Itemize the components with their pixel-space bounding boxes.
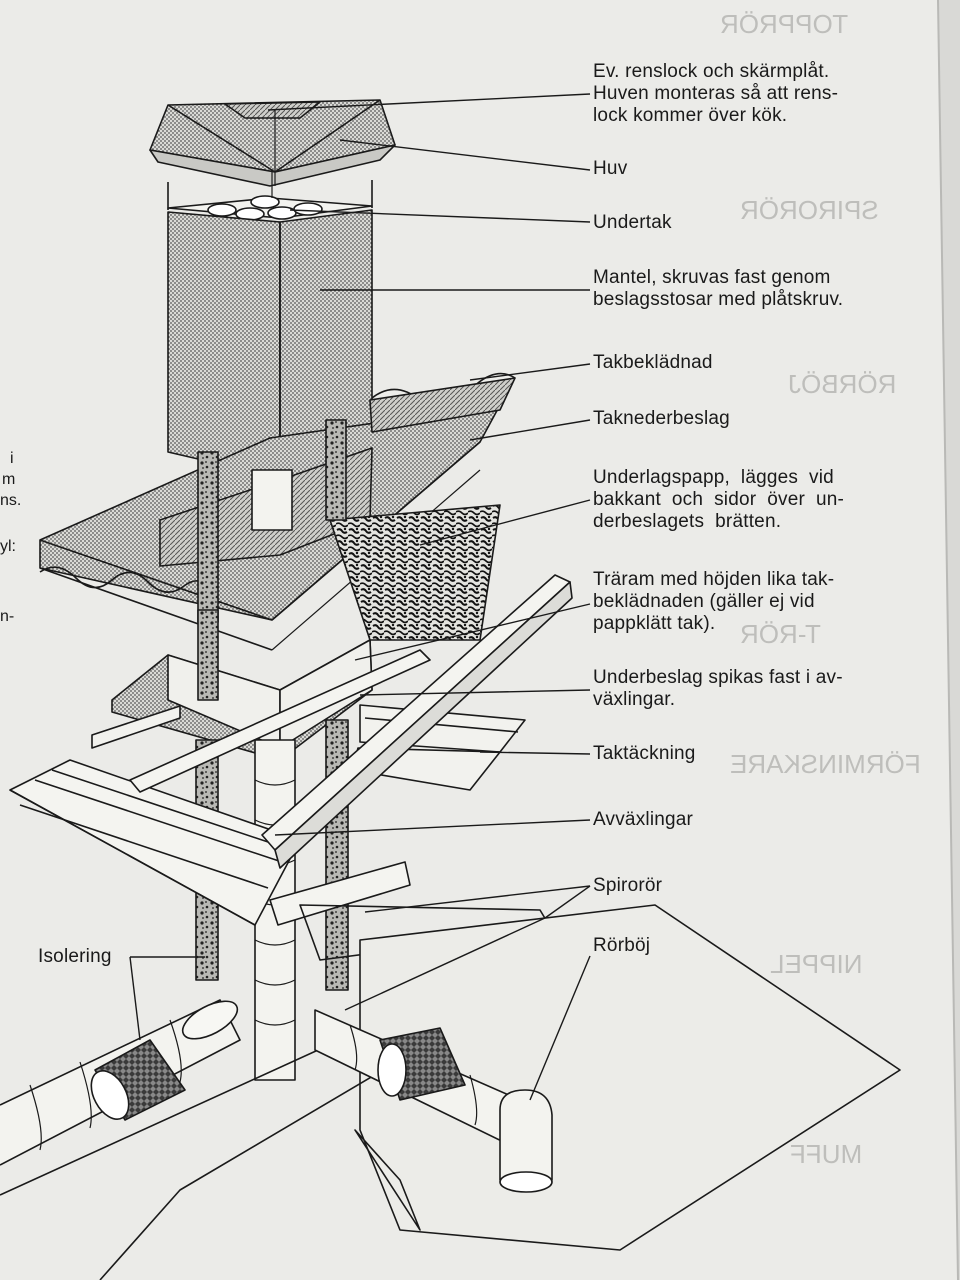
left-fragment-5: n- <box>0 608 15 625</box>
label-underbeslag: Underbeslag spikas fast i av- växlingar. <box>593 667 843 710</box>
left-fragment-3: ns. <box>0 492 22 509</box>
label-taknederbeslag: Taknederbeslag <box>593 408 730 429</box>
horizontal-duct-right <box>314 1009 553 1193</box>
label-spiroror: Spirorör <box>593 875 663 896</box>
label-rorboj: Rörböj <box>593 935 651 956</box>
label-underlagspapp: Underlagspapp, lägges vid bakkant och si… <box>593 467 845 532</box>
label-avvaxlingar: Avväxlingar <box>593 809 694 830</box>
corrugated-roof-left <box>39 566 213 593</box>
label-renslock: Ev. renslock och skärmplåt. Huven monter… <box>593 61 839 126</box>
left-fragment-1: i <box>10 450 14 467</box>
leader-lines <box>129 93 591 1101</box>
label-taktackning: Taktäckning <box>593 743 696 764</box>
chimney-mantle <box>167 170 373 479</box>
horizontal-duct-left <box>0 999 401 1280</box>
label-takbekladnad: Takbeklädnad <box>593 352 713 373</box>
left-fragment-2: m <box>2 471 16 488</box>
ceiling-plate <box>354 904 901 1251</box>
label-isolering: Isolering <box>38 946 112 967</box>
label-undertak: Undertak <box>593 212 672 233</box>
label-mantel: Mantel, skruvas fast genom beslagsstosar… <box>593 267 844 310</box>
label-traram: Träram med höjden lika tak- beklädnaden … <box>593 569 835 634</box>
left-fragment-4: yl: <box>0 538 16 555</box>
rafters <box>9 574 573 961</box>
label-huv: Huv <box>593 158 628 179</box>
